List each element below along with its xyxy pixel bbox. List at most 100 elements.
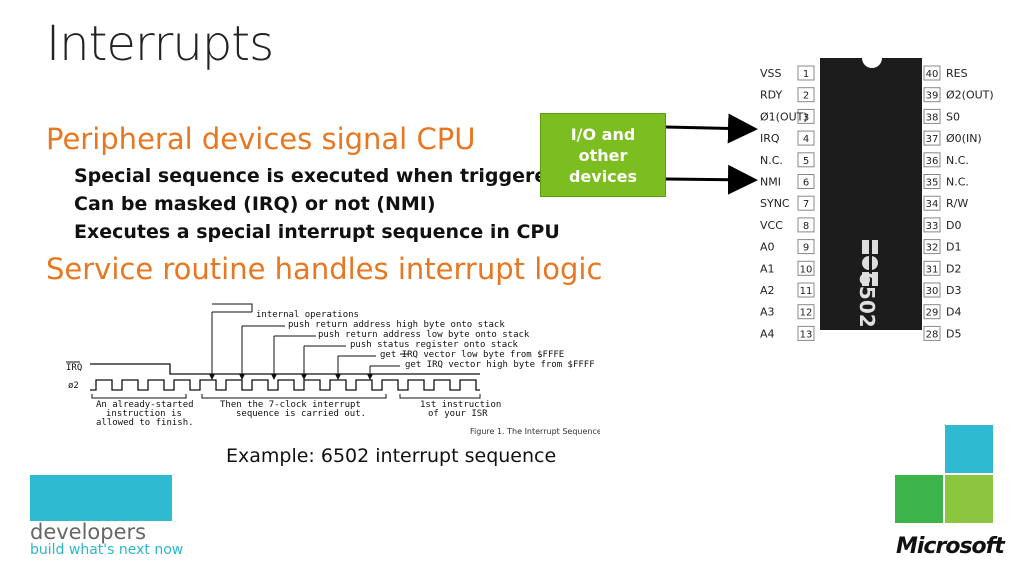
phase1-line1: An already-started (96, 400, 194, 410)
pin-label: SYNC (760, 197, 790, 210)
pin-number: 4 (803, 134, 809, 145)
figure-caption: Figure 1. The Interrupt Sequence (470, 427, 600, 436)
io-devices-box: I/O and other devices (540, 113, 666, 197)
signal-clock-label: ø2 (68, 381, 79, 391)
chip-pin-right: 33 D0 (923, 217, 961, 233)
pin-number: 38 (926, 112, 939, 123)
phase1-line2: instruction is (106, 409, 182, 419)
pin-label: D0 (946, 219, 961, 232)
chip-name: 6502 (855, 272, 879, 328)
chip-pin-left: 13 A4 (760, 325, 815, 341)
pin-number: 5 (803, 156, 809, 167)
pin-number: 8 (803, 221, 809, 232)
pin-number: 13 (800, 329, 813, 340)
pin-number: 39 (926, 91, 939, 102)
chip-body (820, 58, 922, 330)
phase-brackets (91, 394, 481, 399)
pin-number: 33 (926, 221, 939, 232)
chip-pin-right: 39 Ø2(OUT) (923, 87, 994, 103)
chip-pin-left: 9 A0 (760, 239, 815, 255)
pin-number: 2 (803, 91, 809, 102)
bullet-peripheral-devices: Peripheral devices signal CPU (46, 122, 476, 156)
pin-label: A3 (760, 306, 775, 319)
phase2-line1: Then the 7-clock interrupt (220, 400, 361, 410)
pin-number: 7 (803, 199, 809, 210)
pin-label: N.C. (760, 154, 783, 167)
chip-6502: 1VSS2RDY3Ø1(OUT)4IRQ5N.C.6NMI7SYNC8VCC9A… (760, 58, 994, 341)
annotation-push-status: push status register onto stack (350, 340, 519, 350)
slide-title: Interrupts (46, 16, 274, 72)
chip-pin-left: 8 VCC (760, 217, 815, 233)
pin-number: 34 (926, 199, 939, 210)
pin-label: R/W (946, 197, 968, 210)
pin-number: 12 (800, 308, 813, 319)
tile-green (895, 475, 943, 523)
annotation-arrowheads (209, 374, 373, 380)
phase3-line1: 1st instruction (420, 400, 501, 410)
annotation-vector-high: get IRQ vector high byte from $FFFF (405, 360, 595, 370)
pin-number: 36 (926, 156, 939, 167)
timing-diagram: internal operations push return address … (66, 303, 600, 436)
pin-label: D4 (946, 306, 961, 319)
pin-number: 29 (926, 308, 939, 319)
signal-irq-label: IRQ (66, 363, 82, 373)
example-caption: Example: 6502 interrupt sequence (226, 445, 557, 467)
pin-label: RES (946, 67, 968, 80)
pin-label: A0 (760, 241, 775, 254)
bullet-service-routine: Service routine handles interrupt logic (46, 252, 603, 286)
developers-tagline: build what's next now (30, 542, 184, 558)
chip-pin-right: 38 S0 (923, 108, 960, 124)
annotation-brackets (211, 303, 408, 376)
irq-waveform (90, 363, 480, 375)
pin-number: 3 (803, 112, 809, 123)
pin-number: 35 (926, 178, 939, 189)
pin-label: D3 (946, 284, 961, 297)
phase2-line2: sequence is carried out. (236, 409, 366, 419)
chip-pin-left: 11 A2 (760, 282, 815, 298)
pin-label: RDY (760, 89, 783, 102)
pin-number: 32 (926, 243, 939, 254)
annotation-internal-ops: internal operations (256, 310, 359, 320)
chip-pin-right: 34 R/W (923, 195, 968, 211)
pin-label: VSS (760, 67, 782, 80)
developers-logo-box (30, 475, 172, 521)
irq-arrow (665, 113, 758, 144)
bullet-masked: Can be masked (IRQ) or not (NMI) (74, 193, 436, 215)
pin-label: VCC (760, 219, 783, 232)
annotation-push-low: push return address low byte onto stack (318, 330, 530, 340)
nmi-arrow (665, 164, 758, 195)
developers-label: developers (30, 520, 147, 544)
chip-pin-right: 28 D5 (923, 325, 961, 341)
pin-label: S0 (946, 110, 960, 123)
bullet-executes: Executes a special interrupt sequence in… (74, 221, 560, 243)
phase1-line3: allowed to finish. (96, 418, 194, 428)
pin-number: 11 (800, 286, 813, 297)
chip-pin-left: 3Ø1(OUT) (760, 108, 815, 124)
pin-number: 10 (800, 264, 813, 275)
pin-number: 40 (926, 69, 939, 80)
clock-waveform (90, 379, 480, 391)
tile-teal (945, 425, 993, 473)
pin-label: A2 (760, 284, 775, 297)
mos-logo (862, 240, 878, 286)
chip-pin-left: 5 N.C. (760, 152, 815, 168)
pin-label: D2 (946, 262, 961, 275)
annotation-vector-low: get IRQ vector low byte from $FFFE (380, 350, 564, 360)
pin-label: Ø2(OUT) (946, 89, 994, 102)
chip-pin-right: 40 RES (923, 65, 968, 81)
pin-number: 9 (803, 243, 809, 254)
pin-label: A4 (760, 327, 775, 340)
pin-label: N.C. (946, 154, 969, 167)
pin-number: 28 (926, 329, 939, 340)
pin-label: D5 (946, 327, 961, 340)
microsoft-logo: Microsoft (896, 534, 1005, 559)
